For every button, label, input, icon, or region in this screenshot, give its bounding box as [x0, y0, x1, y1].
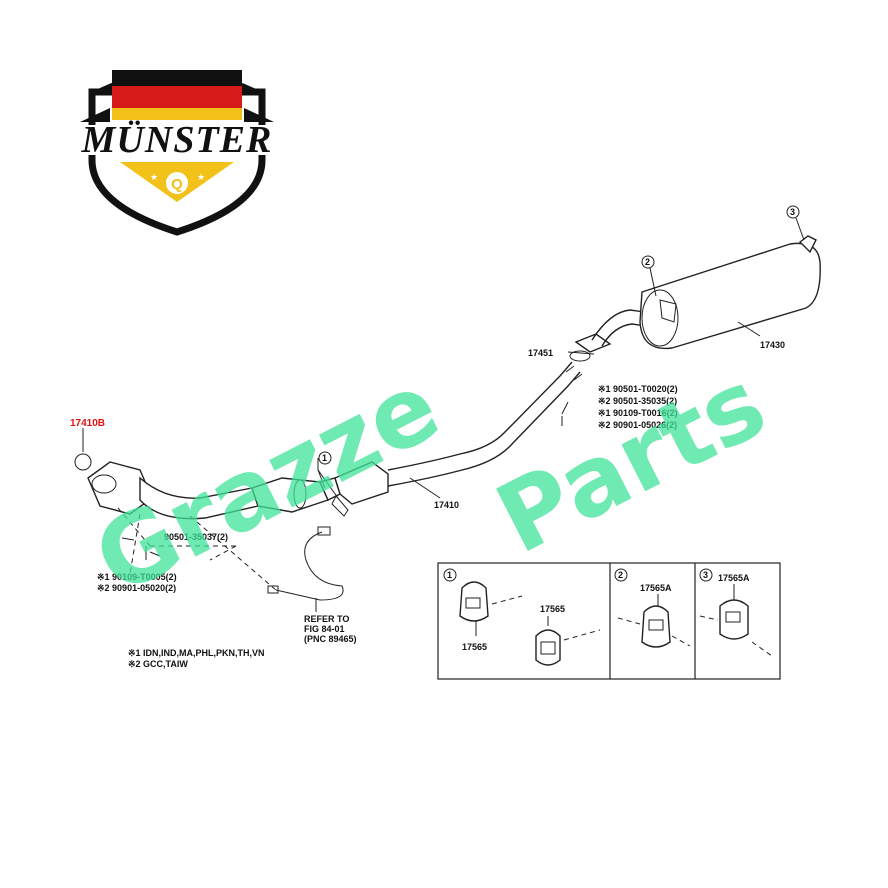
muffler-hanger-bracket — [659, 299, 677, 323]
inset-2-part: 17565A — [640, 583, 672, 593]
footnote-2: ※2 GCC,TAIW — [128, 659, 188, 669]
inset-2-callout-circle — [614, 568, 628, 582]
inset-1-part-a: 17565 — [462, 642, 487, 652]
inset-2-callout: 2 — [618, 570, 623, 580]
catalytic-converter-rear — [334, 461, 389, 505]
callout-2-circle — [641, 255, 655, 269]
label-bolt-right-4: ※2 90901-05026(2) — [598, 420, 677, 430]
munster-logo: MÜNSTER Q ★ ★ — [58, 70, 296, 236]
gasket-17410b — [74, 453, 92, 471]
rubber-hanger-17565-b — [535, 629, 561, 666]
logo-brand-text: MÜNSTER — [81, 119, 273, 161]
label-bolt-right-1: ※1 90501-T0020(2) — [598, 384, 678, 394]
gasket-17451 — [569, 350, 591, 362]
rear-pipe — [591, 309, 691, 341]
rubber-hanger-17565a-3-slot — [725, 611, 741, 623]
muffler-end — [641, 289, 679, 347]
inset-3-part: 17565A — [718, 573, 750, 583]
label-17430: 17430 — [760, 340, 785, 350]
hanger-inset: 1 17565 17565 2 17565A 3 17565A — [437, 562, 781, 680]
label-bolt-left-1: ※1 90109-T0005(2) — [97, 572, 177, 582]
logo-star-right-icon: ★ — [197, 173, 205, 183]
label-17451: 17451 — [528, 348, 553, 358]
joint-studs — [561, 365, 583, 426]
oxygen-sensor-connector — [317, 526, 331, 536]
callout-2-label: 2 — [645, 257, 650, 267]
refer-line-2: FIG 84-01 — [304, 624, 345, 634]
center-pipe — [387, 361, 573, 471]
refer-line-3: (PNC 89465) — [304, 634, 357, 644]
watermark-line-2: Parts — [480, 347, 783, 575]
muffler-17430 — [639, 242, 821, 350]
footnote-1: ※1 IDN,IND,MA,PHL,PKN,TH,VN — [128, 648, 265, 658]
rear-flange — [574, 333, 612, 353]
inset-1-callout: 1 — [447, 570, 452, 580]
logo-text-band — [58, 125, 296, 155]
rubber-hanger-17565-a-slot — [465, 597, 481, 609]
bolt-icon — [121, 537, 161, 560]
logo-q-badge — [164, 170, 190, 196]
logo-shield-wing-left — [80, 108, 110, 122]
inset-1-part-b: 17565 — [540, 604, 565, 614]
label-bolt-right-3: ※1 90109-T0016(2) — [598, 408, 678, 418]
callout-1-label: 1 — [322, 453, 327, 463]
logo-q-letter: Q — [171, 176, 183, 193]
rubber-hanger-17565a-2 — [641, 605, 671, 648]
label-17410b: 17410B — [70, 418, 105, 429]
label-bolt-90501-35037: 90501-35037(2) — [164, 532, 228, 542]
callout-3-circle — [786, 205, 800, 219]
label-bolt-right-2: ※2 90501-35035(2) — [598, 396, 677, 406]
hanger-bracket — [331, 495, 349, 517]
logo-flag-gold — [112, 108, 242, 120]
converter-front-ring — [293, 479, 307, 509]
part-labels: 17410B 17410 17451 17430 1 2 3 90501-350… — [70, 205, 800, 669]
inset-3-callout: 3 — [703, 570, 708, 580]
rubber-hanger-17565-a — [459, 581, 489, 622]
label-17410: 17410 — [434, 500, 459, 510]
rubber-hanger-17565-b-slot — [540, 641, 556, 655]
exhaust-assembly — [87, 235, 821, 520]
callout-3-label: 3 — [790, 207, 795, 217]
logo-flag-black — [112, 70, 242, 88]
oxygen-sensor-wire — [275, 531, 344, 601]
leader-lines — [74, 217, 805, 612]
logo-shield-wing-right — [244, 108, 274, 122]
rear-pipe-lower — [601, 323, 691, 347]
front-flange-hole — [91, 474, 117, 494]
refer-line-1: REFER TO — [304, 614, 349, 624]
label-bolt-left-2: ※2 90901-05020(2) — [97, 583, 176, 593]
rubber-hanger-17565a-3 — [719, 599, 749, 640]
rubber-hanger-17565a-2-slot — [648, 619, 664, 631]
oxygen-sensor-plug — [267, 585, 279, 594]
inset-1-callout-circle — [443, 568, 457, 582]
logo-star-left-icon: ★ — [150, 173, 158, 183]
inset-3-callout-circle — [699, 568, 713, 582]
logo-flag-red — [112, 86, 242, 108]
callout-1-circle — [318, 451, 332, 465]
